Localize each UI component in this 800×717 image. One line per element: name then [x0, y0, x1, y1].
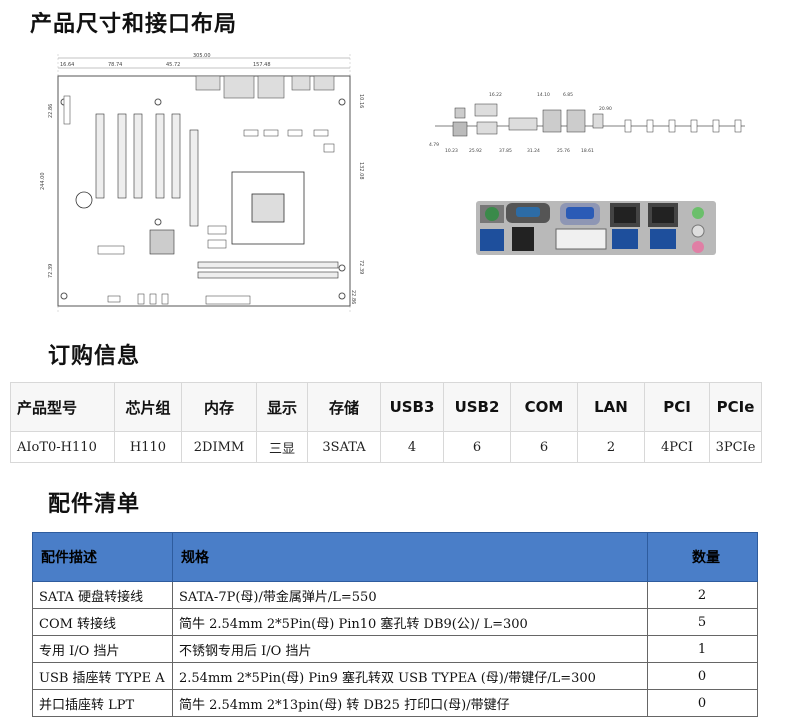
io-dim-bot-6: 18.61	[581, 148, 594, 154]
dimensions-title: 产品尺寸和接口布局	[30, 12, 238, 37]
acc-cell-desc: 并口插座转 LPT	[32, 689, 173, 717]
order-cell-chipset: H110	[114, 431, 182, 463]
dim-top-1: 78.74	[108, 62, 122, 68]
order-header-pcie: PCIe	[709, 382, 762, 432]
acc-cell-spec: 不锈钢专用后 I/O 挡片	[172, 635, 648, 663]
order-cell-usb2: 6	[443, 431, 511, 463]
dim-right-3: 22.86	[350, 290, 356, 304]
acc-cell-spec: 简牛 2.54mm 2*13pin(母) 转 DB25 打印口(母)/带键仔	[172, 689, 648, 717]
order-header-com: COM	[510, 382, 578, 432]
accessories-title: 配件清单	[48, 492, 141, 517]
dim-right-0: 10.16	[358, 94, 364, 108]
dim-top-0: 16.64	[60, 62, 74, 68]
io-dim-top-0: 16.22	[489, 92, 502, 98]
order-header-memory: 内存	[181, 382, 257, 432]
acc-cell-qty: 5	[647, 608, 758, 636]
acc-header-spec: 规格	[172, 532, 648, 582]
order-cell-pci: 4PCI	[644, 431, 710, 463]
accessories-table: 配件描述 规格 数量 SATA 硬盘转接线 SATA-7P(母)/带金属弹片/L…	[32, 532, 758, 717]
order-cell-com: 6	[510, 431, 578, 463]
order-header-storage: 存储	[307, 382, 381, 432]
acc-row: SATA 硬盘转接线 SATA-7P(母)/带金属弹片/L=550 2	[32, 581, 758, 609]
order-table: 产品型号 芯片组 内存 显示 存储 USB3 USB2 COM LAN PCI …	[10, 382, 762, 463]
io-dim-bot-5: 25.76	[557, 148, 570, 154]
dim-top-4: 157.48	[253, 62, 271, 68]
io-dim-bot-4: 31.24	[527, 148, 540, 154]
order-cell-lan: 2	[577, 431, 645, 463]
io-dim-bot-0: 4.79	[429, 142, 439, 148]
order-cell-memory: 2DIMM	[181, 431, 257, 463]
dim-left-2: 72.39	[48, 264, 54, 278]
dim-top-3: 45.72	[166, 62, 180, 68]
order-cell-model: AIoT0-H110	[10, 431, 115, 463]
order-cell-display: 三显	[256, 431, 308, 463]
acc-cell-desc: 专用 I/O 挡片	[32, 635, 173, 663]
acc-cell-spec: 简牛 2.54mm 2*5Pin(母) Pin10 塞孔转 DB9(公)/ L=…	[172, 608, 648, 636]
acc-header-row: 配件描述 规格 数量	[32, 532, 758, 582]
order-header-chipset: 芯片组	[114, 382, 182, 432]
io-dim-top-3: 20.90	[599, 106, 612, 112]
dim-left-0: 244.00	[40, 173, 46, 191]
io-dim-top-2: 6.85	[563, 92, 573, 98]
acc-cell-qty: 2	[647, 581, 758, 609]
acc-cell-desc: COM 转接线	[32, 608, 173, 636]
order-header-pci: PCI	[644, 382, 710, 432]
dim-left-1: 22.86	[48, 104, 54, 118]
order-header-lan: LAN	[577, 382, 645, 432]
acc-header-desc: 配件描述	[32, 532, 173, 582]
io-dim-bot-2: 25.92	[469, 148, 482, 154]
order-header-row: 产品型号 芯片组 内存 显示 存储 USB3 USB2 COM LAN PCI …	[10, 382, 762, 432]
dim-right-1: 132.08	[358, 162, 364, 180]
order-header-display: 显示	[256, 382, 308, 432]
acc-cell-qty: 0	[647, 662, 758, 690]
order-title: 订购信息	[48, 344, 141, 369]
order-cell-pcie: 3PCIe	[709, 431, 762, 463]
acc-row: 并口插座转 LPT 简牛 2.54mm 2*13pin(母) 转 DB25 打印…	[32, 689, 758, 717]
acc-cell-desc: USB 插座转 TYPE A	[32, 662, 173, 690]
acc-cell-qty: 0	[647, 689, 758, 717]
io-dim-bot-1: 10.23	[445, 148, 458, 154]
acc-cell-spec: SATA-7P(母)/带金属弹片/L=550	[172, 581, 648, 609]
board-dimension-drawing: 16.64 78.74 305.00 45.72 157.48 244.00 2…	[40, 53, 364, 312]
order-header-usb3: USB3	[380, 382, 444, 432]
acc-cell-desc: SATA 硬盘转接线	[32, 581, 173, 609]
dim-top-2: 305.00	[193, 53, 211, 59]
order-header-model: 产品型号	[10, 382, 115, 432]
acc-cell-spec: 2.54mm 2*5Pin(母) Pin9 塞孔转双 USB TYPEA (母)…	[172, 662, 648, 690]
order-cell-usb3: 4	[380, 431, 444, 463]
io-panel-photo	[476, 201, 716, 255]
acc-row: COM 转接线 简牛 2.54mm 2*5Pin(母) Pin10 塞孔转 DB…	[32, 608, 758, 636]
acc-cell-qty: 1	[647, 635, 758, 663]
acc-row: 专用 I/O 挡片 不锈钢专用后 I/O 挡片 1	[32, 635, 758, 663]
order-cell-storage: 3SATA	[307, 431, 381, 463]
acc-header-qty: 数量	[647, 532, 758, 582]
order-row: AIoT0-H110 H110 2DIMM 三显 3SATA 4 6 6 2 4…	[10, 431, 762, 463]
io-dim-bot-3: 37.85	[499, 148, 512, 154]
io-dimension-drawing: 16.22 14.10 6.85 20.90 4.79 10.23 25.92 …	[429, 92, 745, 154]
dim-right-2: 72.39	[358, 260, 364, 274]
acc-row: USB 插座转 TYPE A 2.54mm 2*5Pin(母) Pin9 塞孔转…	[32, 662, 758, 690]
io-dim-top-1: 14.10	[537, 92, 550, 98]
order-header-usb2: USB2	[443, 382, 511, 432]
